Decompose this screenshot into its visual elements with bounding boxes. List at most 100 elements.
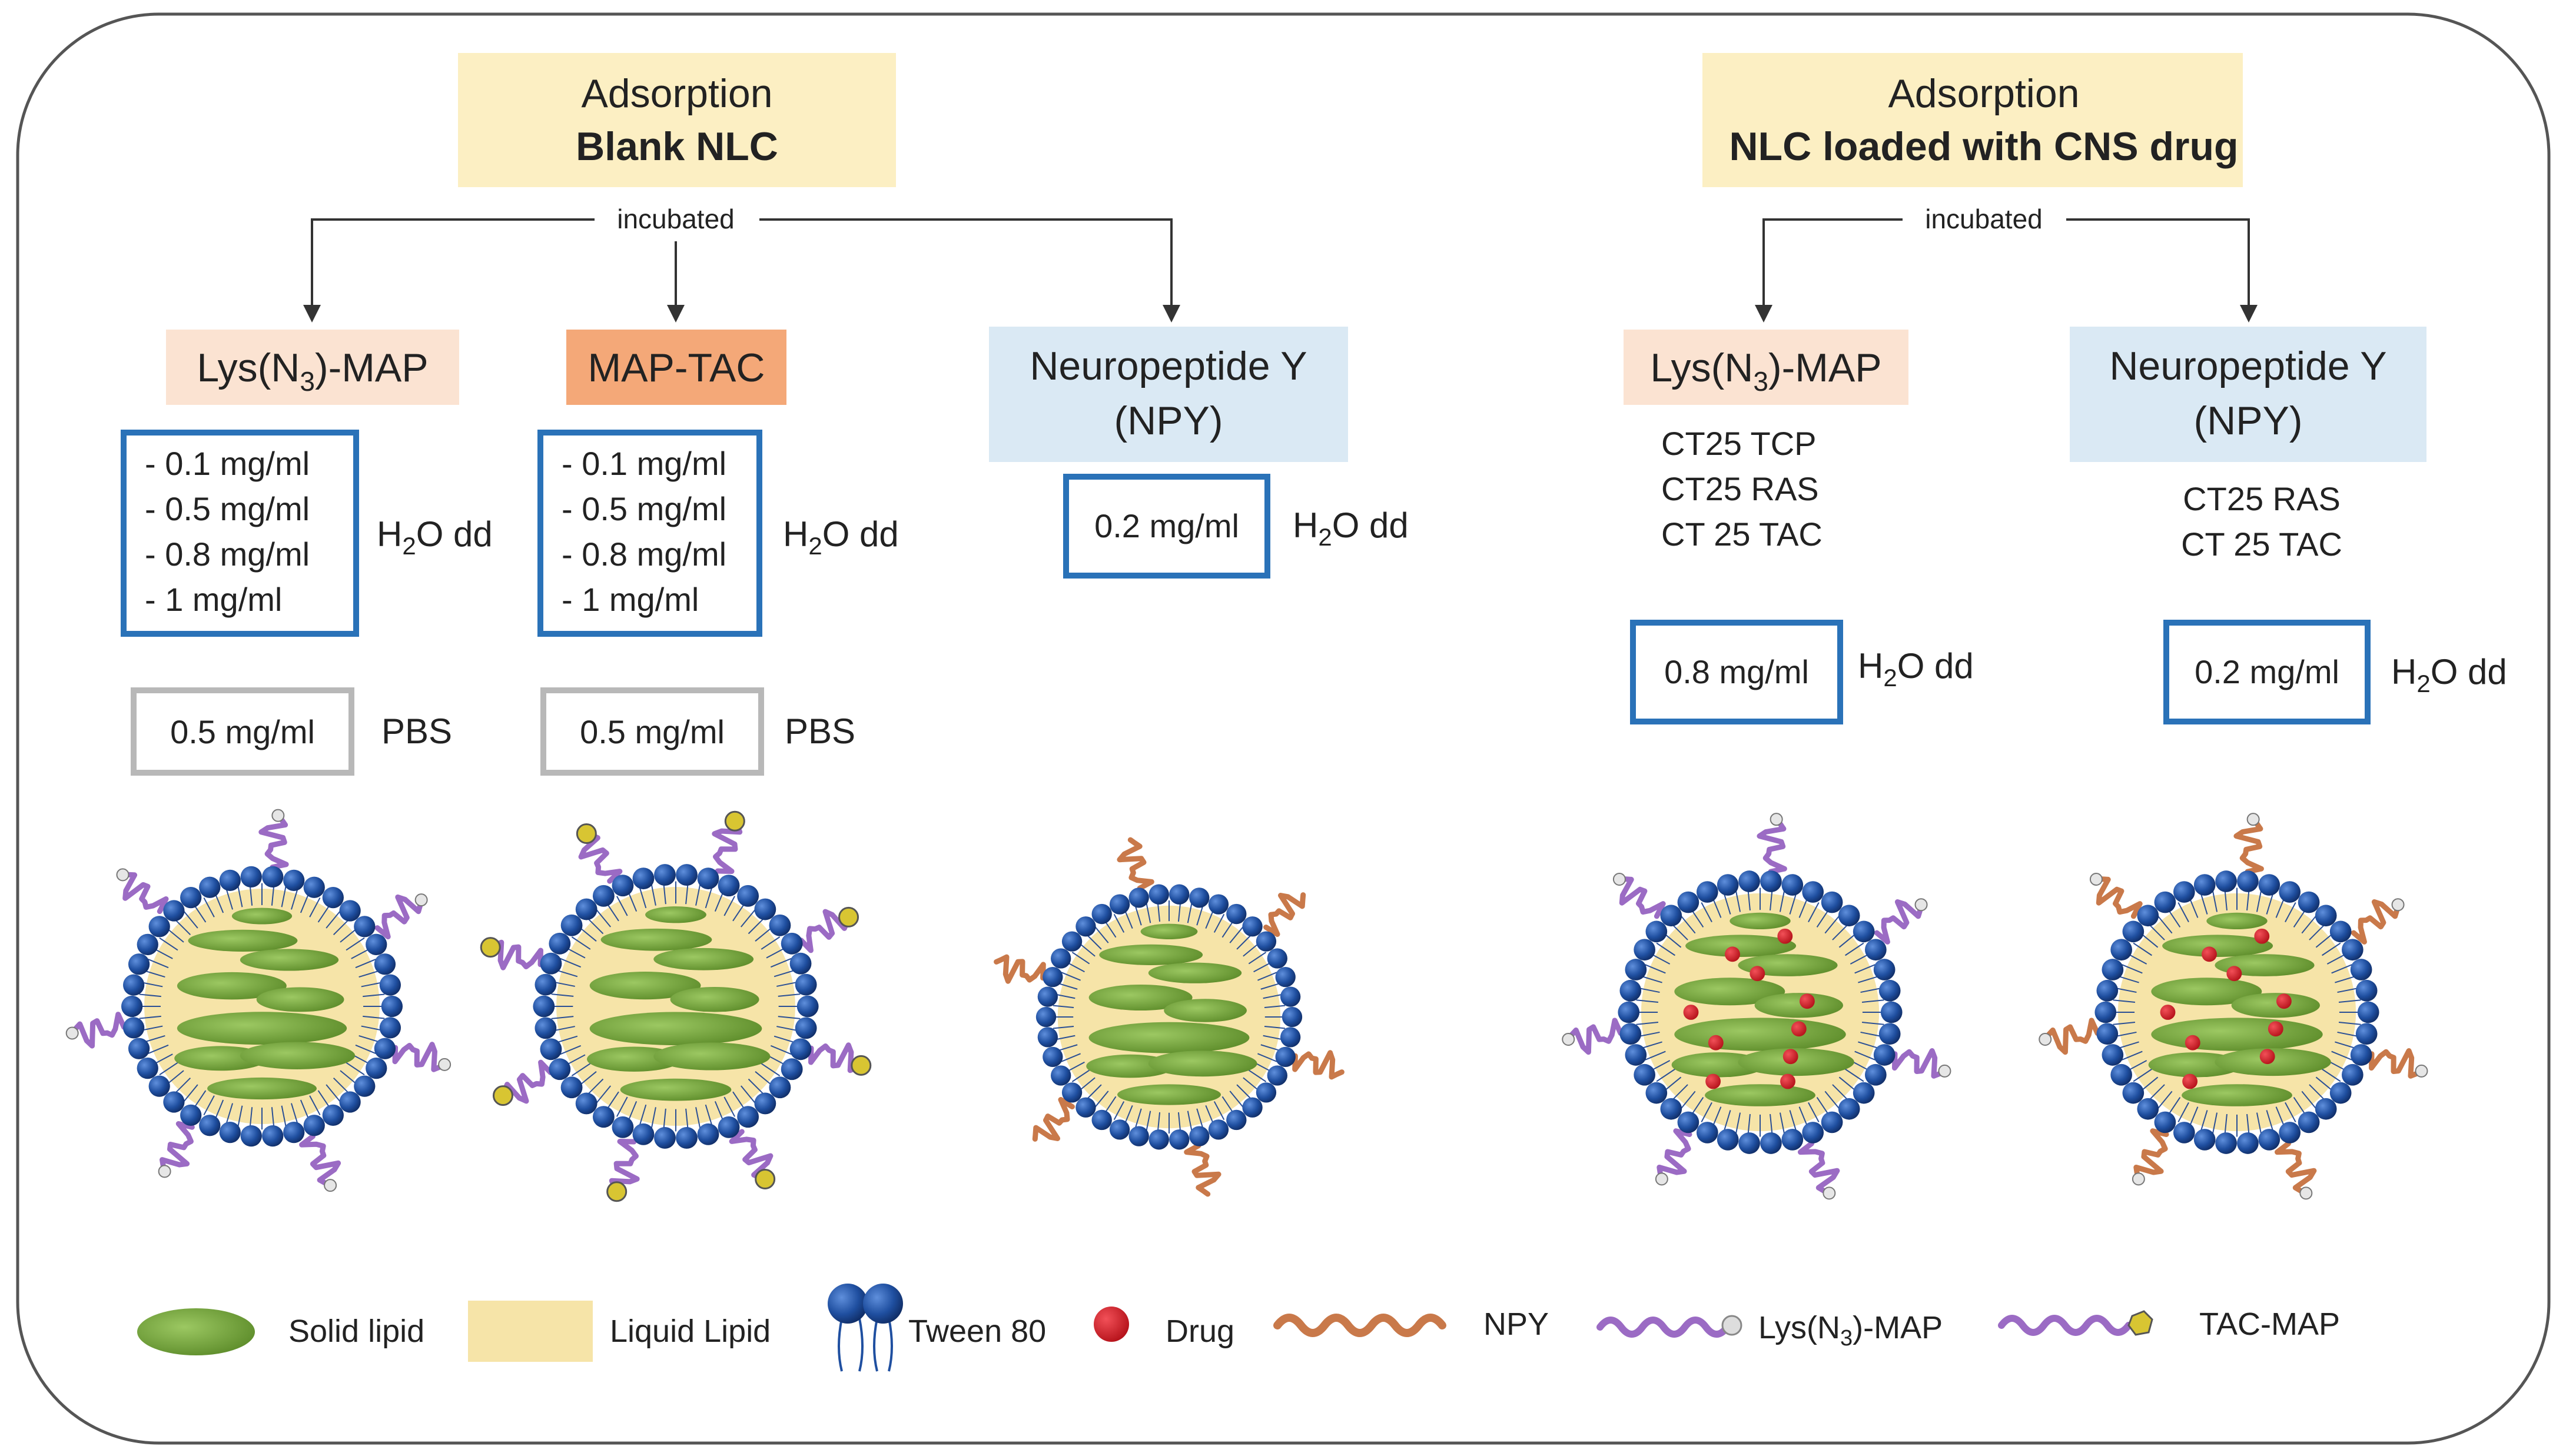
drug-molecule [1799,993,1815,1009]
right-header-subtitle: NLC loaded with CNS drug [1729,124,2238,169]
surfactant-tail [166,928,184,943]
surfactant-tail [1723,893,1731,915]
lys-map-concentration-3: - 0.8 mg/ml [145,536,310,573]
surfactant-tail [2338,1022,2361,1025]
solid-lipid [240,1042,356,1069]
surfactant-tail [1798,897,1808,918]
surfactant-tail [148,958,169,969]
tween-head [535,973,557,996]
tween-head [754,898,776,920]
surfactant-tail [148,1044,169,1055]
tween-head [366,933,387,956]
tween-head [1660,905,1682,927]
tween-head [148,1075,170,1097]
tween-head [1618,1001,1640,1023]
tac-group [724,810,745,832]
surfactant-tail [1838,1076,1857,1092]
solid-lipid [1088,1022,1250,1053]
right-connector-lines [1762,218,2250,306]
surfactant-tail [1187,1111,1193,1132]
drug-molecule [1683,1005,1699,1020]
surfactant-tail [741,1085,756,1103]
solid-lipid [1099,944,1203,965]
tween-head [1091,903,1112,925]
surfactant-tail [1701,1102,1712,1122]
surfactant-tail [770,1045,792,1055]
solid-lipid [2162,935,2273,957]
surfactant-tail [2133,1068,2152,1082]
right-header-box [1702,53,2243,187]
tween-head [1128,887,1149,908]
tween-head [354,1075,376,1097]
solid-lipid [231,907,293,925]
tween-head [549,932,571,955]
lys-map-concentration-box [121,430,359,637]
surfactant-tail [1213,1101,1225,1121]
peptide-chain [1757,816,1787,875]
surfactant-tail [183,1084,198,1102]
surfactant-tail [1236,1084,1252,1100]
tween-head [1838,905,1860,927]
map-tac-concentration-box [537,430,762,637]
surfactant-tail [2122,964,2143,974]
tween-head [1226,1109,1247,1131]
peptide-chain [2093,876,2143,919]
npy-value: 0.2 mg/ml [1094,507,1239,544]
surfactant-tail [1146,1111,1151,1132]
chain-end-group [1612,872,1626,886]
tween-head [737,885,759,907]
tween-head [654,864,676,886]
peptide-chain [578,831,623,884]
tac-group [606,1181,628,1202]
surfactant-tail [225,1103,234,1125]
surfactant-tail [1078,1077,1096,1092]
solid-lipid [589,972,701,1000]
surfactant-tail [1854,964,1875,974]
tween-head [1267,1065,1287,1086]
surfactant-tail [139,993,161,998]
surfactant-tail [2148,1084,2165,1101]
tween-head [1738,1132,1760,1154]
surfactant-tail [705,886,713,909]
surfactant-tail [705,1104,713,1126]
surfactant-tail [571,1063,591,1076]
solid-lipid [2231,993,2320,1018]
legend-tween-icon [828,1284,903,1372]
legend-solid-lipid-label: Solid lipid [288,1314,424,1349]
surfactant-tail [1824,1091,1840,1109]
tween-head [1878,979,1901,1002]
surfactant-tail [1057,982,1078,990]
surfactant-tail [1134,905,1142,926]
tween-head [2315,905,2337,927]
peptide-chain [609,1139,640,1195]
surfactant-tail [1712,1106,1722,1128]
tween-head [1189,887,1210,908]
chain-end-group [1823,1186,1836,1200]
tween-head [795,973,817,996]
surfactant-tail [1248,1069,1267,1082]
tween-head [163,1091,185,1113]
solid-lipid [177,972,287,1000]
lys-map-pbs-value: 0.5 mg/ml [170,713,315,750]
tween-head [560,914,583,936]
drug-lys-map-drug-2: CT25 RAS [1661,470,1819,507]
surfactant-tail [2114,987,2137,993]
surfactant-tail [755,926,773,942]
tween-head [137,933,158,956]
surfactant-tail [2177,1102,2189,1122]
tween-head [795,1017,817,1039]
surfactant-tail [1712,897,1722,918]
drug-npy-solvent: H2O dd [2391,652,2507,697]
surfactant-tail [639,1104,647,1126]
tween-head [2110,939,2132,961]
left-connector-lines [311,218,1173,306]
drug-molecule [1708,1035,1724,1051]
left-header-title: Adsorption [581,71,772,116]
tween-head [2096,1023,2119,1045]
peptide-chain [2233,816,2264,875]
chain-end-group [2299,1186,2313,1200]
tween-head [560,1076,583,1099]
tween-head [1802,1122,1824,1143]
tween-head [1267,948,1287,969]
lys-map-concentration-2: - 0.5 mg/ml [145,490,310,527]
